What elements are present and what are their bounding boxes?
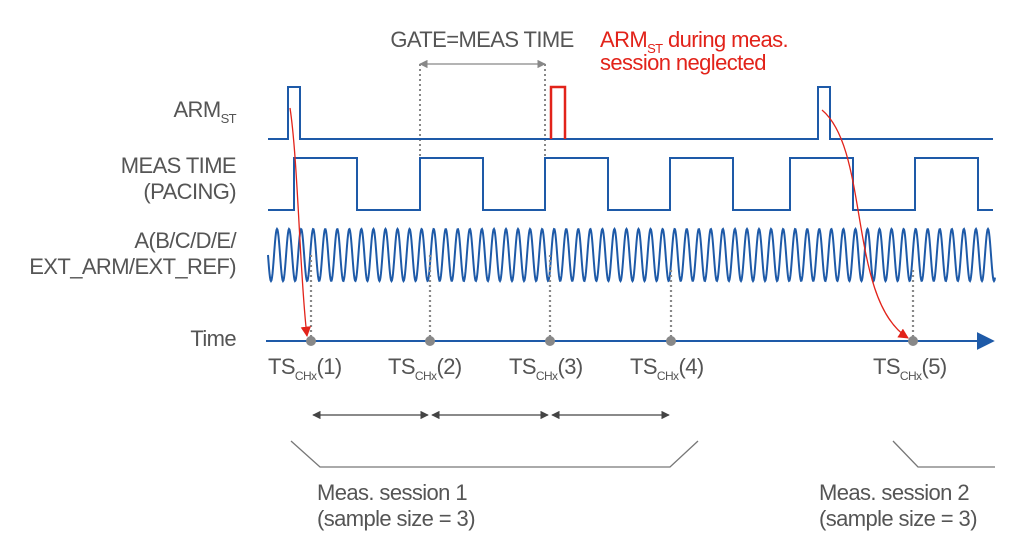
arm-st-label: ARMST: [173, 97, 236, 126]
session-2-detail: (sample size = 3): [819, 506, 977, 531]
meas-time-waveform: [268, 157, 993, 211]
neglected-arm-annotation-line1: ARMST during meas.: [600, 27, 788, 56]
session-1-title: Meas. session 1: [317, 480, 467, 505]
arm-trigger-arrow-2: [821, 109, 909, 339]
pacing-label: (PACING): [143, 179, 236, 204]
timestamp-label-1: TSCHx(1): [268, 354, 342, 383]
ts1-marker: [306, 336, 316, 346]
ts2-marker: [425, 336, 435, 346]
timestamp-label-4: TSCHx(4): [630, 354, 704, 383]
timestamp-label-5: TSCHx(5): [873, 354, 947, 383]
ts5-marker: [908, 336, 918, 346]
session-1-bracket: [290, 440, 699, 468]
input-signal-label-line2: EXT_ARM/EXT_REF): [29, 254, 236, 279]
gate-annotation: GATE=MEAS TIME: [390, 27, 573, 52]
session-2-title: Meas. session 2: [819, 480, 969, 505]
arm-trigger-arrow-1: [289, 107, 312, 338]
ignored-arm-pulse: [549, 85, 567, 139]
session-2-bracket: [892, 440, 995, 468]
input-signal-waveform: [267, 226, 996, 284]
timestamp-label-2: TSCHx(2): [388, 354, 462, 383]
input-signal-label-line1: A(B/C/D/E/: [134, 228, 237, 253]
session-1-detail: (sample size = 3): [317, 506, 475, 531]
arm-st-waveform: [268, 86, 993, 140]
meas-time-label: MEAS TIME: [121, 153, 236, 178]
ts4-marker: [666, 336, 676, 346]
time-axis-label: Time: [190, 326, 236, 351]
ts3-marker: [545, 336, 555, 346]
timestamp-label-3: TSCHx(3): [509, 354, 583, 383]
neglected-arm-annotation-line2: session neglected: [600, 50, 766, 75]
